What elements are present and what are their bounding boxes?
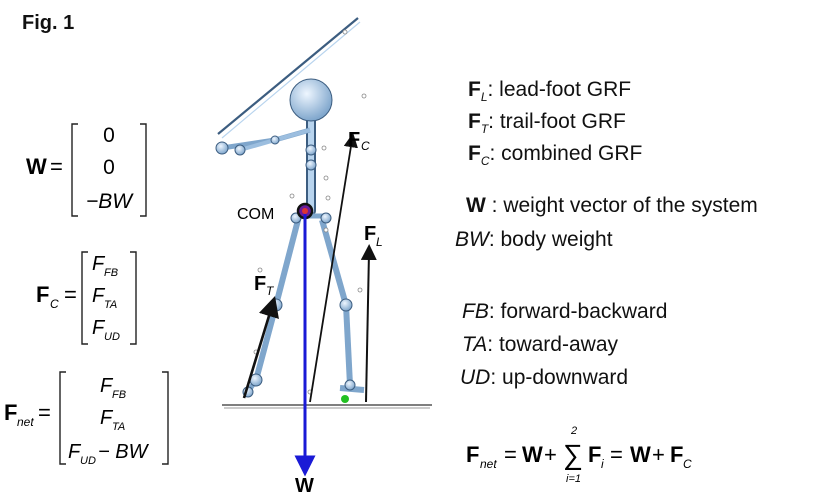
fnet-row-3-suffix: − BW <box>98 441 150 463</box>
fnet-matrix-lhs-sub: net <box>17 415 34 429</box>
ft-arrow <box>242 296 279 399</box>
w-arrow-label: W <box>295 475 314 497</box>
eq-lhs-sub: net <box>480 457 497 471</box>
fc-row-2-sub: TA <box>104 299 117 311</box>
fc-row-2: F <box>92 285 106 307</box>
fl-arrow-label: F <box>364 223 376 245</box>
legend-fl: FL: lead-foot GRF <box>468 78 631 104</box>
legend-fl-text: : lead-foot GRF <box>487 78 632 101</box>
net-force-equation: F net = W + ∑ 2 i=1 F i = W + F C <box>466 425 692 485</box>
legend-bw: BW: body weight <box>455 228 613 252</box>
ft-arrow-label: F <box>254 273 266 295</box>
eq-sum-upper: 2 <box>570 425 577 437</box>
fnet-row-2: F <box>100 407 114 429</box>
legend-bw-text: : body weight <box>488 228 613 251</box>
skeleton <box>221 117 365 394</box>
fnet-matrix: F net = F FB F TA F UD − BW <box>4 371 169 467</box>
eq-plus-1: + <box>544 442 557 467</box>
ft-arrow-label-sub: T <box>266 284 275 298</box>
legend-bw-symbol: BW <box>455 228 489 251</box>
legend-fc: FC: combined GRF <box>468 142 642 168</box>
com-center <box>302 208 308 214</box>
eq-fc: F <box>670 442 683 467</box>
legend-fl-sub: L <box>480 90 488 105</box>
fc-arrow-label-sub: C <box>361 139 370 153</box>
legend-ft-text: : trail-foot GRF <box>488 110 626 133</box>
eq-lhs: F <box>466 442 479 467</box>
fc-matrix-lhs: F <box>36 282 49 307</box>
legend-fb: FB: forward-backward <box>462 300 667 324</box>
foot-contact-marker <box>341 395 349 403</box>
eq-w2: W <box>630 442 651 467</box>
com-label: COM <box>237 206 274 223</box>
fl-arrow <box>360 244 377 403</box>
fnet-row-1: F <box>100 375 114 397</box>
eq-sigma: ∑ <box>563 439 583 470</box>
left-bracket <box>71 123 78 217</box>
fc-matrix: F C = F FB F TA F UD <box>36 251 137 345</box>
legend-ud-text: : up-downward <box>490 366 629 389</box>
w-matrix-eq: = <box>50 154 63 179</box>
legend-ta-text: : toward-away <box>487 333 618 356</box>
eq-w: W <box>522 442 543 467</box>
head <box>289 78 333 122</box>
legend-ft-sub: T <box>480 122 489 137</box>
legend-fb-text: : forward-backward <box>488 300 668 323</box>
eq-fi-sub: i <box>601 457 604 471</box>
legend-fc-symbol: F <box>468 142 481 165</box>
fc-row-1-sub: FB <box>104 267 118 279</box>
legend-ta-symbol: TA <box>462 333 488 356</box>
legend-ud: UD: up-downward <box>460 366 628 390</box>
legend-w-symbol: W <box>466 194 486 217</box>
fc-row-3-sub: UD <box>104 331 120 343</box>
fnet-row-1-sub: FB <box>112 389 126 401</box>
eq-equals-1: = <box>504 442 517 467</box>
w-row-2: 0 <box>103 156 115 179</box>
legend-fb-symbol: FB <box>462 300 489 323</box>
matrix-definitions: W = 0 0 −BW F C = F FB F TA F UD F net =… <box>4 123 169 467</box>
legend-w: W : weight vector of the system <box>466 194 758 218</box>
fnet-matrix-eq: = <box>38 400 51 425</box>
bat <box>217 17 361 139</box>
fc-row-3: F <box>92 317 106 339</box>
eq-equals-2: = <box>610 442 623 467</box>
fnet-row-2-sub: TA <box>112 421 125 433</box>
eq-fi: F <box>588 442 601 467</box>
left-bracket <box>59 371 66 465</box>
right-bracket <box>140 123 147 217</box>
fc-arrow-label: F <box>348 129 360 151</box>
fl-arrow-label-sub: L <box>376 235 383 249</box>
legend-ta: TA: toward-away <box>462 333 618 357</box>
fnet-row-3-sub: UD <box>80 455 96 467</box>
fc-arrow <box>309 132 358 403</box>
eq-sum-lower: i=1 <box>566 473 581 485</box>
legend-fc-text: : combined GRF <box>489 142 643 165</box>
eq-fc-sub: C <box>683 457 692 471</box>
eq-plus-2: + <box>652 442 665 467</box>
fc-row-1: F <box>92 253 106 275</box>
fnet-row-3: F <box>68 441 82 463</box>
fc-matrix-lhs-sub: C <box>50 297 59 311</box>
right-bracket <box>162 371 169 465</box>
legend-ud-symbol: UD <box>460 366 491 389</box>
right-bracket <box>130 251 137 345</box>
legend-fl-symbol: F <box>468 78 481 101</box>
skeleton-joints <box>215 78 356 398</box>
legend-ft-symbol: F <box>468 110 481 133</box>
figure-label: Fig. 1 <box>22 12 75 34</box>
w-matrix: W = 0 0 −BW <box>26 123 147 217</box>
legend-ft: FT: trail-foot GRF <box>468 110 626 136</box>
legend-fc-sub: C <box>480 154 490 169</box>
fc-matrix-eq: = <box>64 282 77 307</box>
left-bracket <box>81 251 88 345</box>
fnet-matrix-lhs: F <box>4 400 17 425</box>
w-row-1: 0 <box>103 124 115 147</box>
w-row-3: −BW <box>86 190 134 213</box>
batter-skeleton-diagram: COM F C F L F T W <box>215 17 432 497</box>
w-matrix-lhs: W <box>26 154 47 179</box>
legend-w-text: : weight vector of the system <box>485 194 758 217</box>
